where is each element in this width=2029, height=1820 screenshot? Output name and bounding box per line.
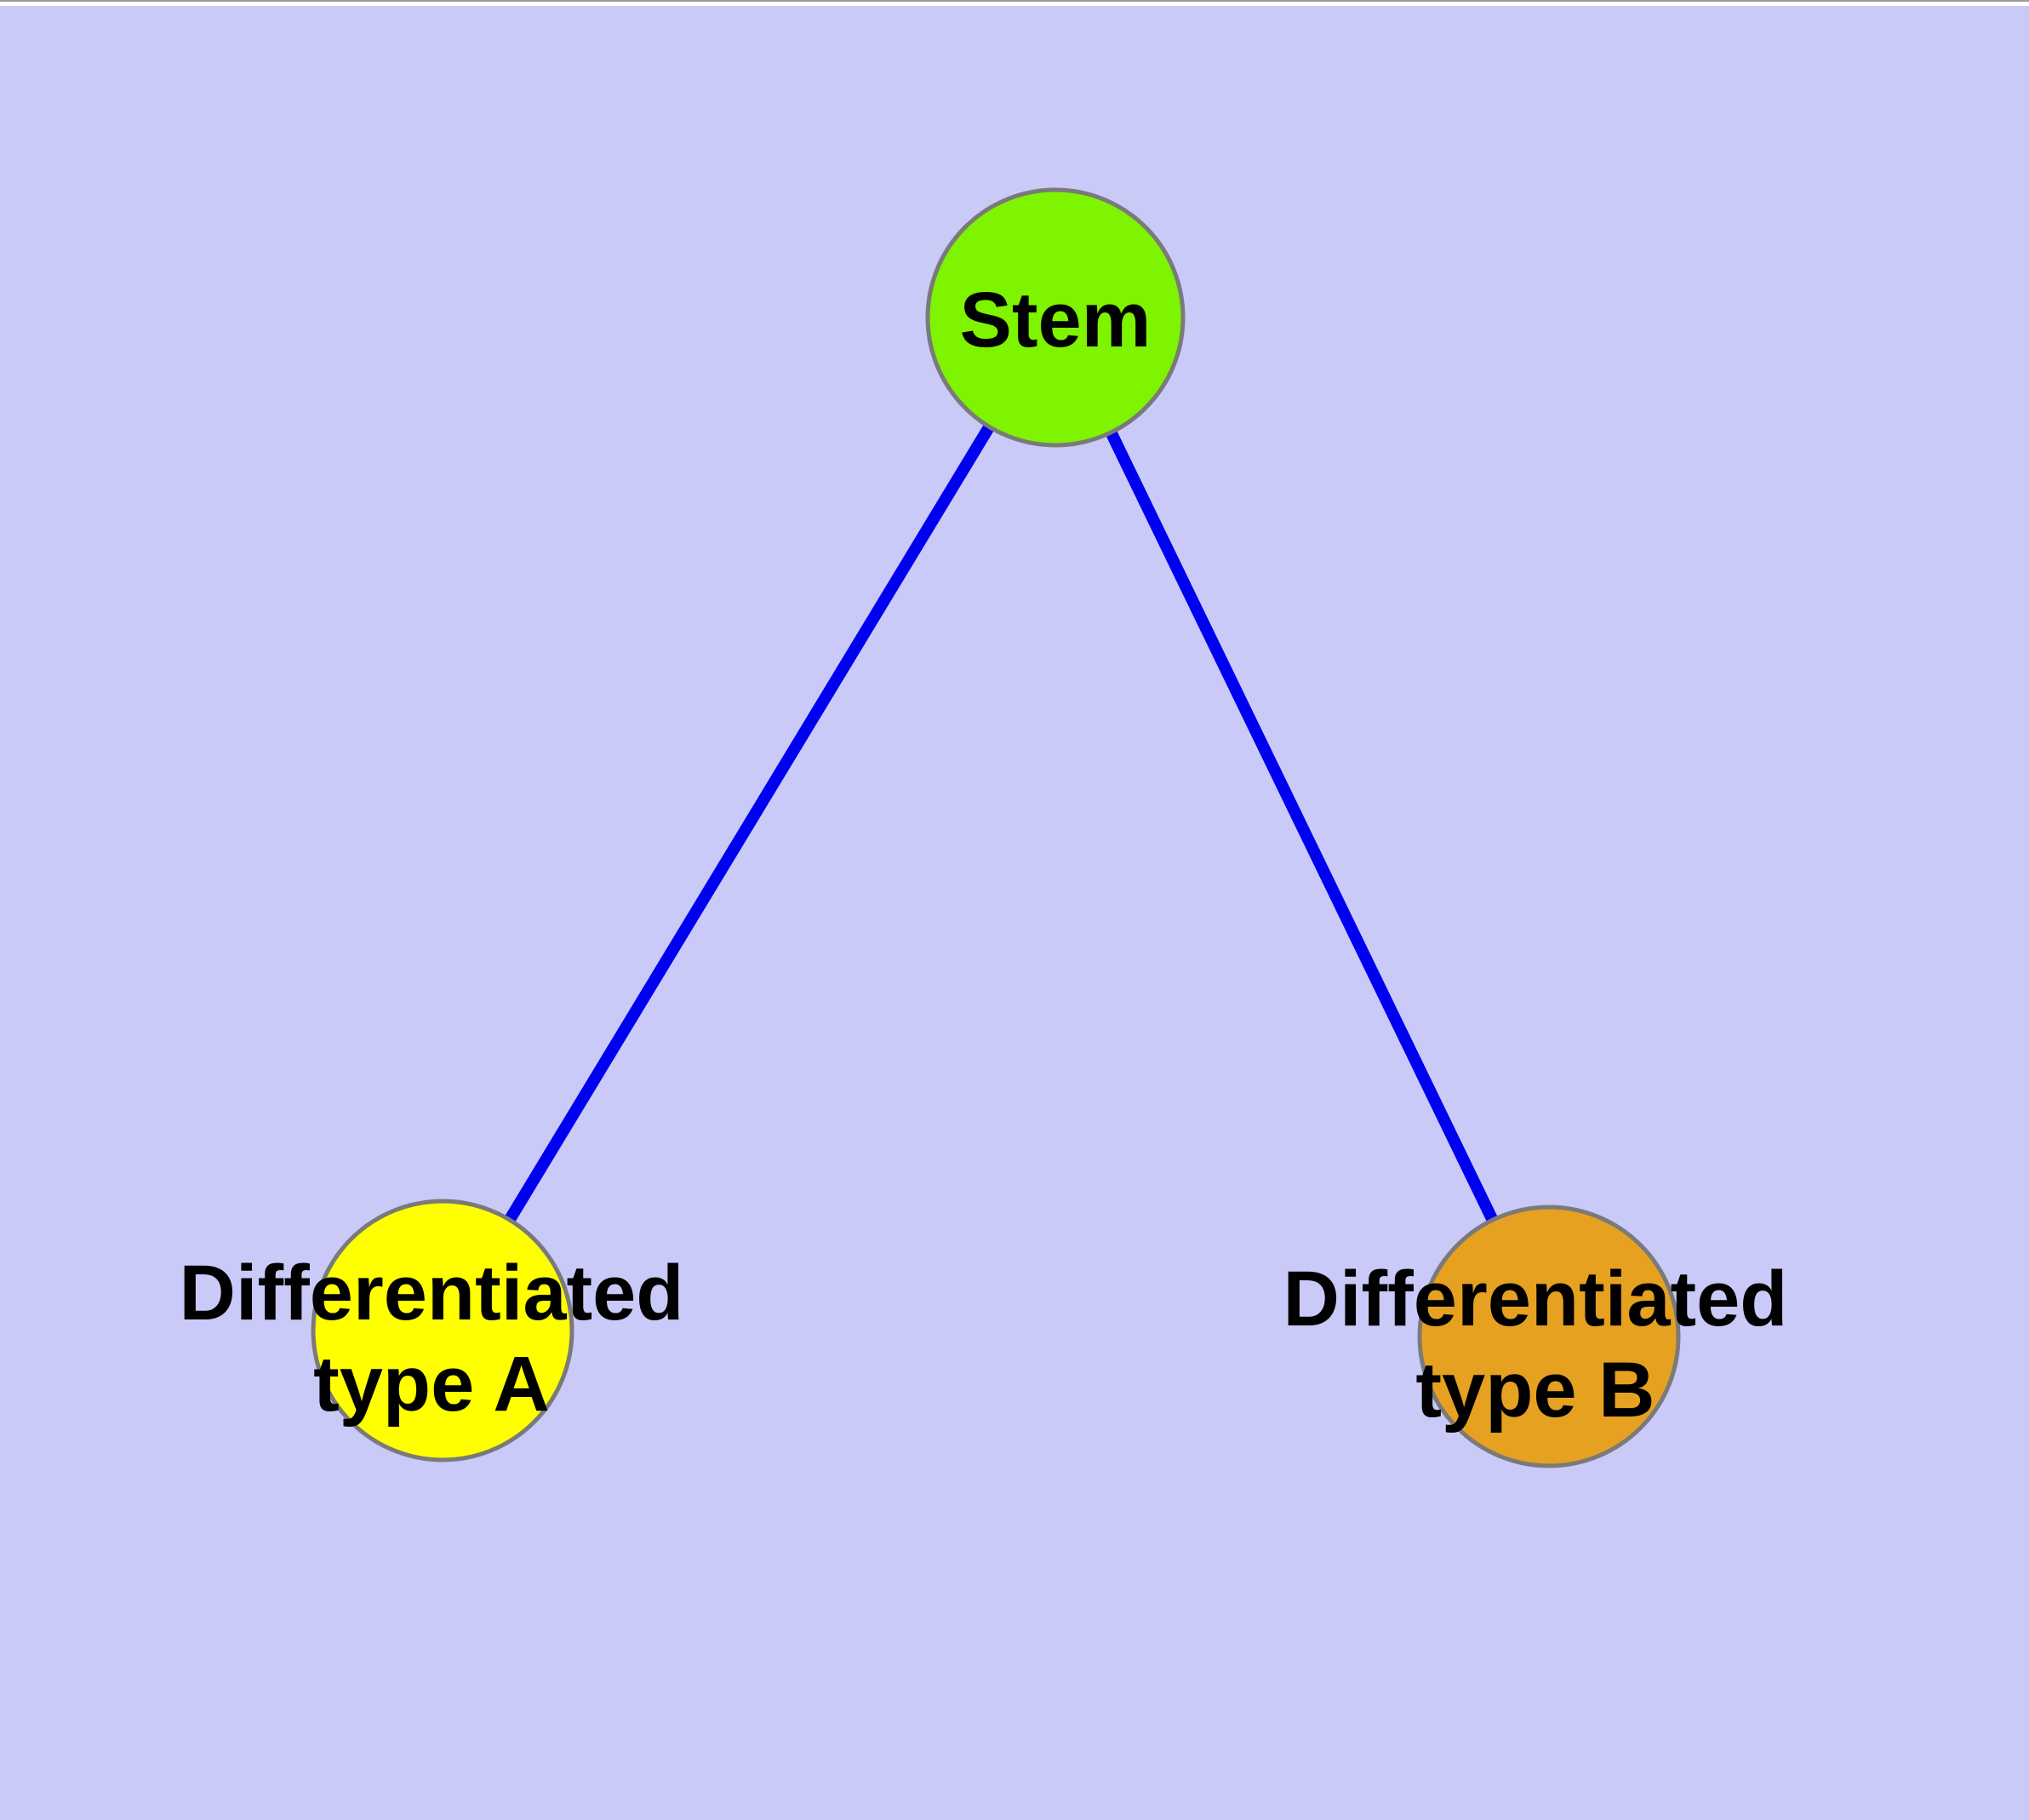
edge-stem-to-type-b [1049,314,1555,1340]
node-stem[interactable]: Stem [925,187,1186,448]
node-type-b-circle[interactable] [1417,1205,1681,1468]
node-stem-label: Stem [960,277,1152,363]
node-type-a-circle[interactable] [311,1199,574,1462]
edge-stem-to-type-a [437,314,1060,1334]
node-type-a-label-line2: type A [313,1341,550,1428]
node-type-a-label-line1: Differentiated [180,1250,684,1336]
node-stem-circle[interactable] [925,187,1186,448]
node-differentiated-type-a[interactable]: Differentiated type A [180,1199,684,1462]
window-top-strip [0,0,2029,6]
node-type-b-label-line1: Differentiated [1283,1256,1788,1342]
node-type-b-label-line2: type B [1415,1347,1655,1434]
node-differentiated-type-b[interactable]: Differentiated type B [1283,1205,1788,1468]
